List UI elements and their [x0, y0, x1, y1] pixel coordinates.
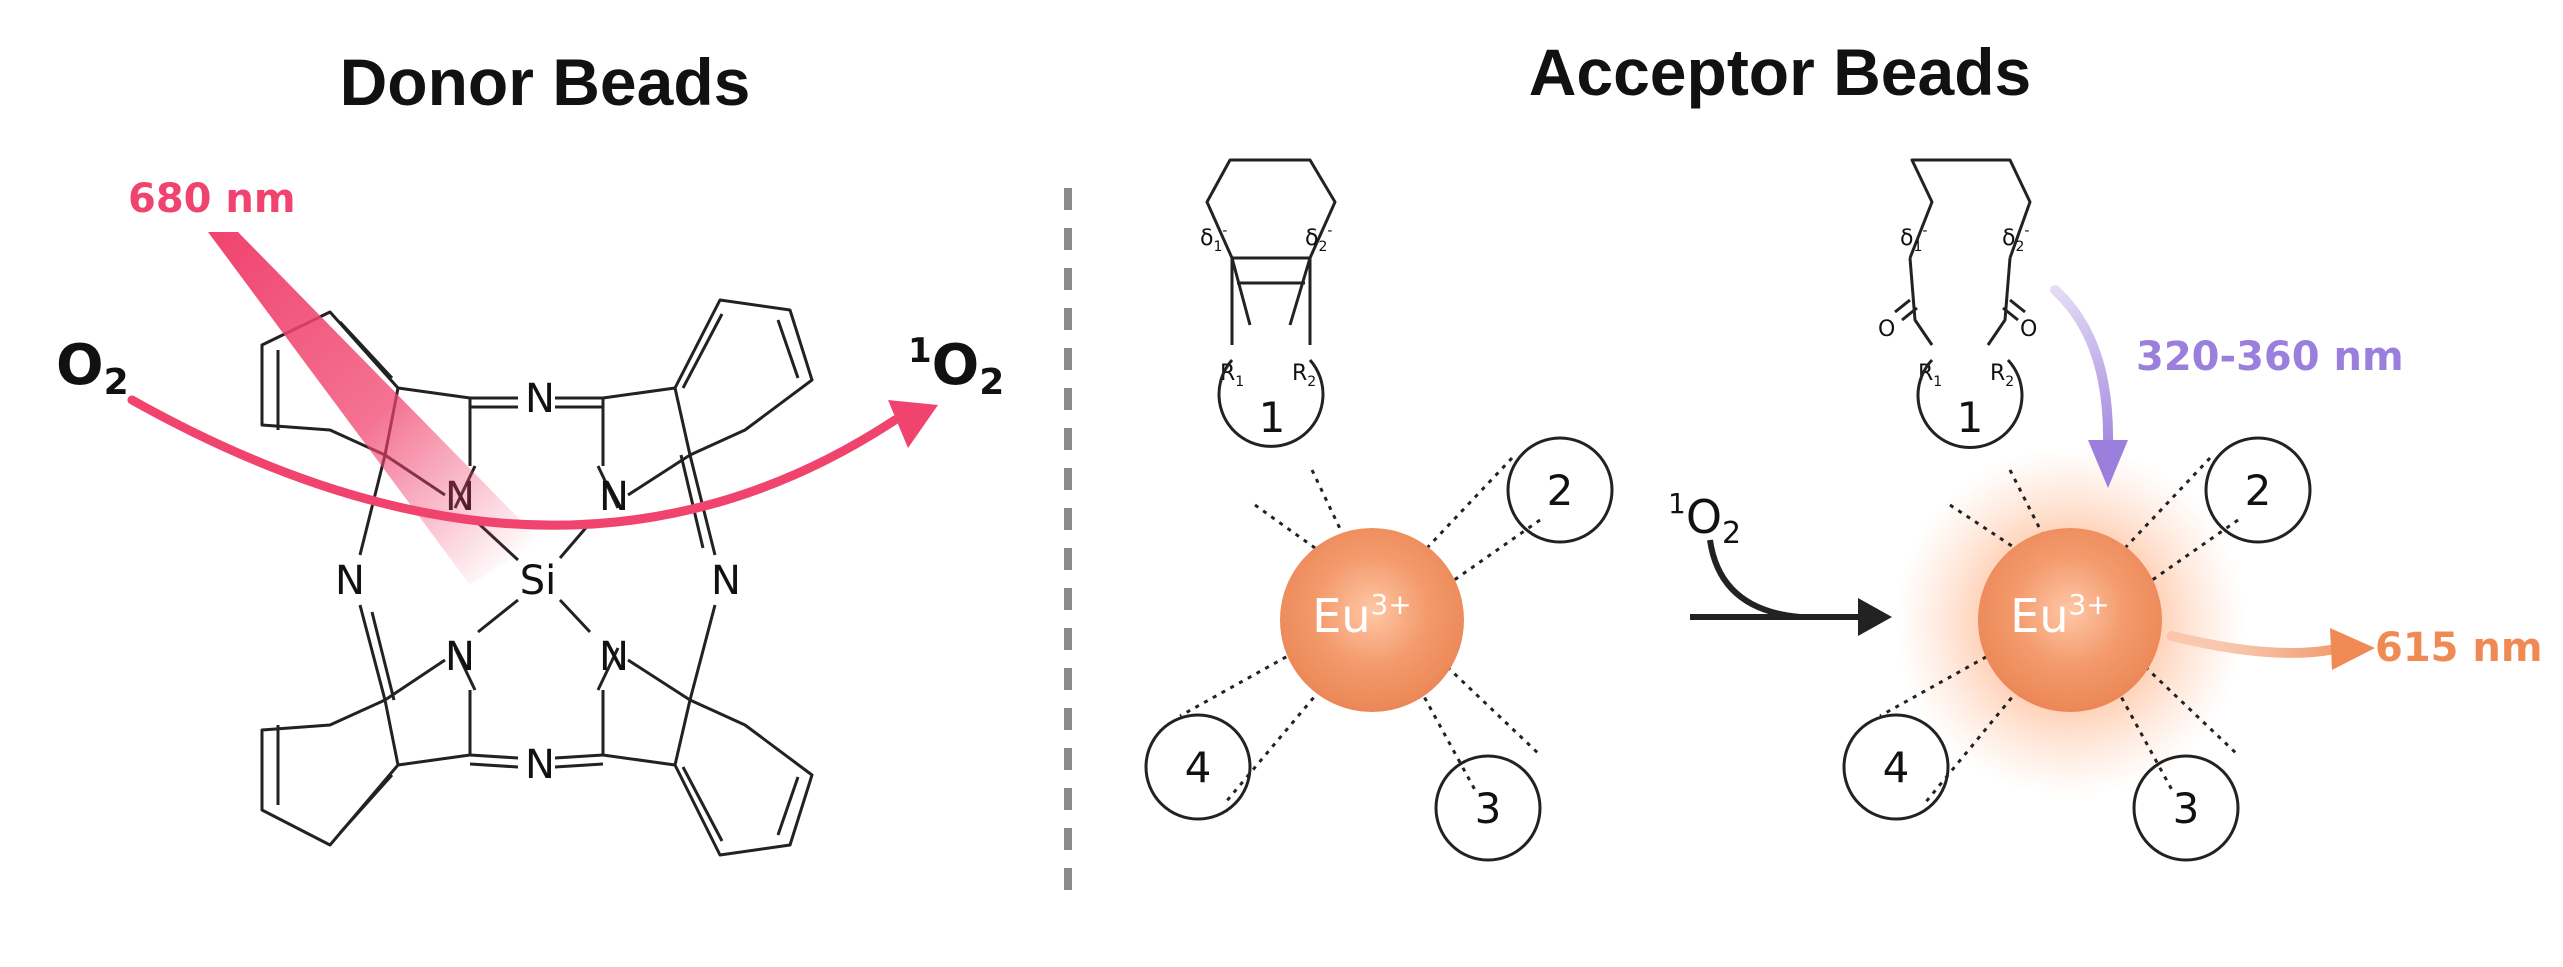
arrowhead-icon	[888, 400, 938, 448]
svg-text:R1: R1	[1220, 361, 1244, 390]
nitrogen-atom: N	[525, 376, 555, 422]
laser-beam	[208, 232, 540, 585]
europium-ion	[1280, 528, 1464, 712]
ligand-label: 4	[1883, 743, 1910, 792]
arrowhead-icon	[2330, 628, 2375, 670]
oxygen-conversion-arrow	[127, 395, 900, 530]
nitrogen-atom: N	[599, 474, 629, 520]
donor-beads-title: Donor Beads	[340, 45, 751, 119]
svg-text:R2: R2	[1990, 361, 2014, 390]
ligand-label: 1	[1259, 393, 1286, 442]
singlet-oxygen-product: 1O2	[908, 331, 1004, 403]
nitrogen-atom: N	[335, 558, 365, 604]
europium-ion-excited	[1978, 528, 2162, 712]
ligand-label: 2	[1547, 466, 1574, 515]
excitation-wavelength-label: 320-360 nm	[2136, 334, 2404, 380]
acceptor-complex-after: O O δ1- δ2- R1 R2 1 2 3 4 Eu3+	[1842, 158, 2312, 862]
ligand-label: 4	[1185, 743, 1212, 792]
nitrogen-atom: N	[599, 634, 629, 680]
singlet-oxygen-reagent: 1O2	[1668, 487, 1741, 551]
arrowhead-icon	[1858, 598, 1892, 636]
ligand-label: 3	[1475, 784, 1502, 833]
svg-text:δ2-: δ2-	[2002, 223, 2029, 255]
ligand-label: 1	[1957, 393, 1984, 442]
nitrogen-atom: N	[525, 742, 555, 788]
emission-arrow	[2167, 631, 2335, 658]
svg-text:δ1-: δ1-	[1200, 223, 1227, 255]
svg-text:O: O	[1878, 317, 1895, 342]
emission-wavelength-label: 615 nm	[2375, 625, 2543, 671]
excitation-arrow	[2050, 285, 2114, 450]
svg-text:O: O	[2020, 317, 2037, 342]
acceptor-complex-before: δ1- δ2- R1 R2 1 2 3 4 Eu3+	[1144, 158, 1614, 862]
arrowhead-icon	[2088, 440, 2128, 488]
nitrogen-atom: N	[445, 634, 475, 680]
ligand-label: 2	[2245, 466, 2272, 515]
svg-text:R2: R2	[1292, 361, 1316, 390]
ligand-label: 3	[2173, 784, 2200, 833]
ground-state-oxygen: O2	[56, 333, 129, 403]
silicon-atom: Si	[520, 558, 557, 604]
nitrogen-atom: N	[711, 558, 741, 604]
europium-label: Eu3+	[1312, 588, 1412, 643]
europium-label: Eu3+	[2010, 588, 2110, 643]
acceptor-beads-title: Acceptor Beads	[1529, 35, 2032, 109]
silicon-phthalocyanine-structure: N N N N N N N N Si	[260, 298, 814, 857]
svg-text:δ1-: δ1-	[1900, 223, 1927, 255]
svg-text:δ2-: δ2-	[1305, 223, 1332, 255]
singlet-oxygen-reaction-arrow: 1O2	[1668, 487, 1892, 636]
laser-wavelength-label: 680 nm	[128, 176, 296, 222]
